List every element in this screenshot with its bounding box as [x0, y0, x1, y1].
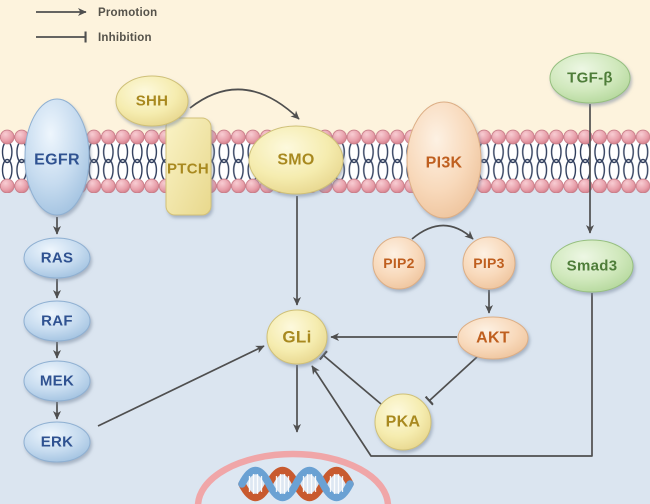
node-ras: RAS: [23, 237, 91, 279]
edge-erk-gli: [97, 345, 265, 427]
pip3-label: PIP3: [473, 255, 505, 271]
node-smad3: Smad3: [550, 239, 634, 293]
gli-label: GLi: [282, 328, 311, 347]
edge-pip2-pip3: [411, 224, 474, 240]
dna-base-pair-rungs: [248, 474, 344, 494]
nucleus: [194, 450, 392, 504]
pip2-label: PIP2: [383, 255, 415, 271]
edges: [53, 88, 594, 457]
node-gli: GLi: [266, 309, 328, 365]
ras-label: RAS: [41, 250, 74, 267]
ptch-label: PTCH: [167, 161, 209, 178]
erk-label: ERK: [41, 434, 74, 451]
edge-akt-pka-inhibition: [424, 356, 478, 406]
node-mek: MEK: [23, 360, 91, 402]
legend-inhibition-label: Inhibition: [98, 32, 152, 44]
node-pi3k: PI3K: [406, 101, 482, 219]
pi3k-label: PI3K: [426, 155, 463, 172]
edge-pka-gli-inhibition: [318, 350, 382, 405]
node-egfr: EGFR: [24, 98, 90, 216]
tgfb-label: TGF-β: [567, 70, 613, 87]
node-tgfb: TGF-β: [549, 52, 631, 104]
node-smo: SMO: [248, 125, 344, 195]
node-erk: ERK: [23, 421, 91, 463]
extracellular-region: [0, 0, 650, 137]
node-pka: PKA: [374, 393, 432, 451]
mek-label: MEK: [40, 373, 74, 390]
dna-double-helix: [238, 466, 354, 502]
smo-label: SMO: [277, 152, 314, 169]
akt-label: AKT: [476, 330, 510, 347]
node-pip2: PIP2: [372, 236, 426, 290]
node-ptch: PTCH: [165, 117, 212, 216]
legend: Promotion Inhibition: [36, 7, 157, 44]
node-akt: AKT: [457, 316, 529, 360]
node-raf: RAF: [23, 300, 91, 342]
legend-promotion-label: Promotion: [98, 7, 157, 19]
node-pip3: PIP3: [462, 236, 516, 290]
edge-shh-smo: [189, 88, 300, 120]
nodes: PTCH SHH SMO EGFR PI3K TGF-β RAS RAF: [23, 52, 634, 463]
smad3-label: Smad3: [567, 258, 618, 275]
egfr-label: EGFR: [34, 152, 80, 169]
raf-label: RAF: [41, 313, 73, 330]
pka-label: PKA: [386, 414, 421, 431]
node-shh: SHH: [115, 75, 189, 127]
edge-smad3-gli: [311, 293, 593, 457]
shh-label: SHH: [136, 93, 169, 110]
